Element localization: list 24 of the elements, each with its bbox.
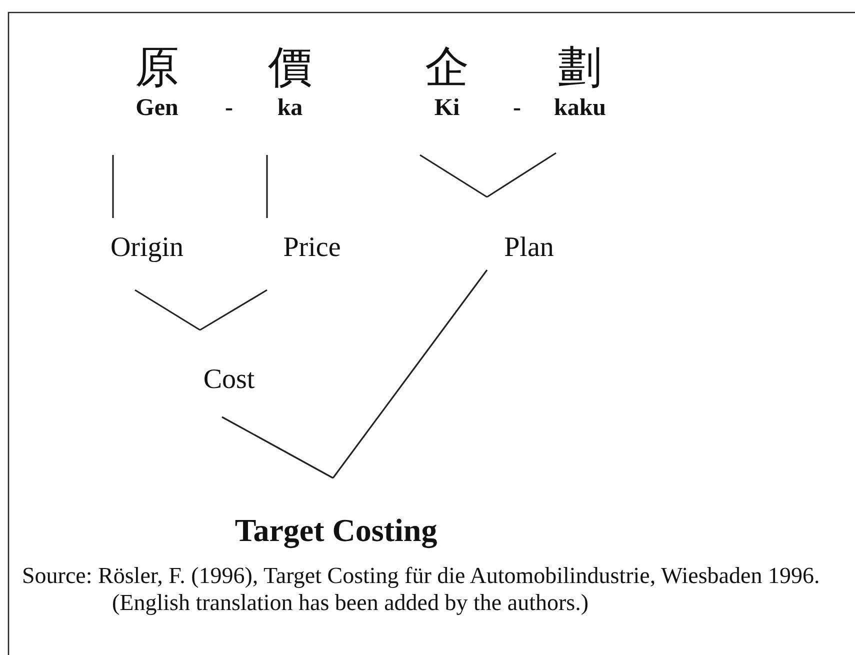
cjk-character: 企 — [425, 42, 469, 94]
term-word: Origin — [110, 232, 184, 264]
cjk-character: 劃 — [558, 42, 602, 94]
source-caption: Source: Rösler, F. (1996), Target Costing für die Automobilindustrie, Wiesbaden 1996. (English translation has been added by the authors.) — [22, 562, 821, 616]
romanization: ka — [277, 94, 303, 122]
result-term: Target Costing — [234, 511, 438, 550]
connector-line — [112, 155, 114, 218]
romanization: Ki — [434, 94, 460, 122]
connector-line — [486, 152, 556, 198]
hyphen-separator: - — [225, 94, 233, 122]
connector-line — [200, 289, 268, 331]
term-word: Price — [283, 232, 341, 264]
term-word: Cost — [203, 364, 255, 396]
romanization: Gen — [136, 94, 178, 122]
connector-line — [266, 155, 268, 218]
cjk-character: 原 — [135, 42, 179, 94]
connector-line — [420, 154, 488, 198]
term-word: Plan — [504, 232, 554, 264]
connector-line — [332, 270, 488, 478]
cjk-character: 價 — [268, 42, 312, 94]
connector-line — [222, 416, 334, 479]
connector-line — [134, 289, 200, 331]
hyphen-separator: - — [513, 94, 521, 122]
romanization: kaku — [554, 94, 606, 122]
